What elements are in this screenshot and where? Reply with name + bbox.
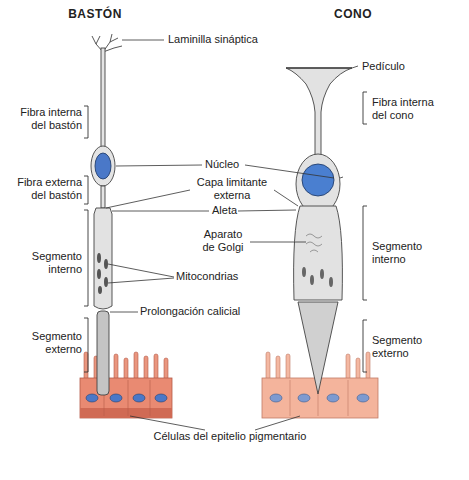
region-label: Segmento interno	[372, 240, 448, 266]
part-label: Prolongación calicial	[140, 305, 270, 318]
part-label: Núcleo	[205, 158, 265, 171]
leader-line	[106, 40, 358, 430]
rod-cell	[91, 34, 122, 395]
cell-title: BASTÓN	[55, 8, 135, 21]
region-label: Segmento externo	[372, 334, 448, 360]
part-label: Aparato de Golgi	[198, 228, 248, 254]
part-label: Capa limitante externa	[192, 176, 272, 202]
part-label: Pedículo	[362, 60, 442, 73]
part-label: Mitocondrias	[176, 270, 266, 283]
cell-title: CONO	[318, 8, 388, 21]
part-label: Aleta	[212, 204, 252, 217]
region-label: Segmento interno	[6, 250, 82, 276]
part-label: Células del epitelio pigmentario	[120, 430, 340, 443]
region-label: Fibra interna del cono	[372, 96, 448, 122]
part-label: Laminilla sináptica	[168, 33, 288, 46]
region-label: Fibra interna del bastón	[6, 106, 82, 132]
cone-cell	[286, 68, 352, 394]
bracket	[84, 92, 367, 372]
region-label: Fibra externa del bastón	[6, 176, 82, 202]
pigment-epithelium	[80, 352, 172, 418]
region-label: Segmento externo	[6, 330, 82, 356]
